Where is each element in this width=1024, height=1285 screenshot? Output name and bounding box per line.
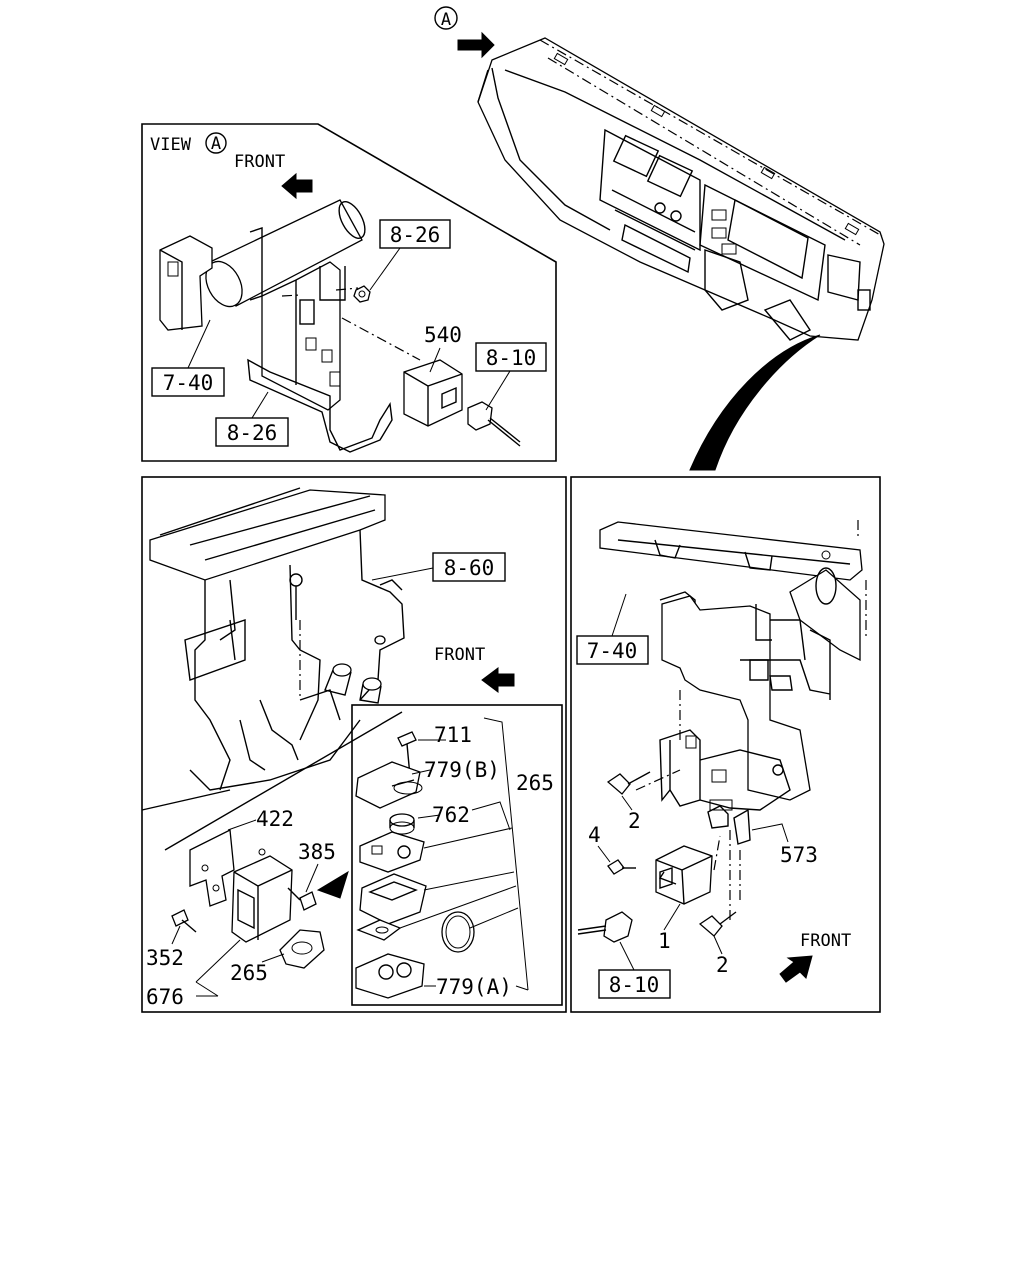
ref-7-40-view-a: 7-40: [163, 371, 214, 395]
bracket-422: [189, 828, 235, 907]
screw-4: [607, 859, 625, 875]
part-762: 762: [432, 803, 470, 827]
view-title-letter: A: [211, 134, 221, 154]
panel-left-frame: [141, 476, 567, 1013]
panel-right-frame: [570, 476, 881, 1013]
ref-8-10-right: 8-10: [609, 973, 660, 997]
ref-8-10-view-a: 8-10: [486, 346, 537, 370]
ref-box-8-10-right: [598, 969, 671, 999]
panel-right: 7-40 2 4 573 1 2 FRONT 8-10: [570, 476, 881, 1013]
view-direction-arrow: [457, 31, 495, 59]
front-arrow-left: [481, 667, 515, 693]
view-a-marker-letter: A: [441, 10, 451, 30]
ref-8-60: 8-60: [444, 556, 495, 580]
panel-key-parts: 711 779(B) 762 265 779(A): [351, 704, 563, 1006]
front-label-view-a: FRONT: [234, 152, 285, 172]
circuit-board: [359, 831, 425, 873]
dashboard-body: [477, 37, 885, 341]
part-422: 422: [256, 807, 294, 831]
panel-left: 8-60 FRONT 422 385 352 265 676: [141, 476, 567, 1013]
ref-8-26-top: 8-26: [390, 223, 441, 247]
bolt-2-lower: [698, 915, 723, 937]
panel-key-frame: [351, 704, 563, 1006]
dashboard-overview: A: [434, 6, 885, 471]
part-540: 540: [424, 323, 462, 347]
part-4: 4: [588, 823, 601, 847]
view-title-circle: [205, 132, 227, 154]
ref-box-8-26-top: [379, 219, 451, 249]
front-arrow-right: [779, 955, 813, 983]
view-a-marker-circle: [434, 6, 458, 30]
ref-7-40-right: 7-40: [587, 639, 638, 663]
part-779b: 779(B): [424, 758, 500, 782]
ring: [441, 911, 475, 953]
cover-779b: [355, 761, 421, 809]
part-2-upper: 2: [628, 809, 641, 833]
front-arrow-view-a: [281, 172, 313, 200]
front-label-left: FRONT: [434, 645, 485, 665]
part-1: 1: [658, 929, 671, 953]
control-unit-676: [231, 855, 293, 943]
front-label-right: FRONT: [800, 931, 851, 951]
key-fob-265: [279, 929, 325, 969]
panel-view-a-frame: [141, 123, 557, 462]
part-573: 573: [780, 843, 818, 867]
part-265-key: 265: [516, 771, 554, 795]
bolt-2-upper: [606, 773, 631, 795]
ref-8-26-bottom: 8-26: [227, 421, 278, 445]
panel-view-a: VIEW A FRONT: [141, 123, 557, 462]
relay-1: [655, 845, 713, 905]
detail-swoosh-arrow: [689, 334, 821, 471]
part-352: 352: [146, 946, 184, 970]
view-title: VIEW: [150, 135, 192, 155]
base-779a: [355, 953, 425, 999]
ref-box-8-60: [432, 552, 506, 582]
part-676: 676: [146, 985, 184, 1009]
part-2-lower: 2: [716, 953, 729, 977]
relay-540: [403, 359, 463, 427]
part-779a: 779(A): [436, 975, 512, 999]
part-265-left: 265: [230, 961, 268, 985]
part-385: 385: [298, 840, 336, 864]
ref-box-8-10-view-a: [475, 342, 547, 372]
part-711: 711: [434, 723, 472, 747]
